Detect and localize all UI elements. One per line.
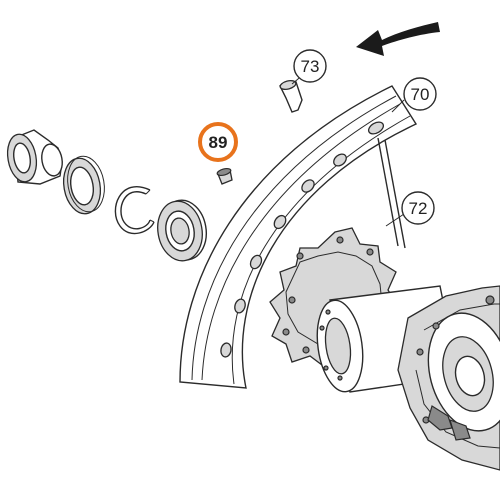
circlip <box>114 186 155 235</box>
callout-70-label: 70 <box>411 85 430 104</box>
bearing <box>157 199 207 262</box>
spacer-sleeve <box>6 129 63 185</box>
callout-72[interactable]: 72 <box>401 191 435 225</box>
shaft-seal <box>62 155 105 215</box>
valve-screw-89 <box>216 167 233 185</box>
callout-73[interactable]: 73 <box>293 49 327 83</box>
callout-73-label: 73 <box>301 57 320 76</box>
callout-89[interactable]: 89 <box>198 122 238 162</box>
brake-disc-flange <box>397 285 500 471</box>
spoke <box>377 137 406 249</box>
callout-70[interactable]: 70 <box>403 77 437 111</box>
direction-arrow-icon <box>356 22 440 56</box>
callout-72-label: 72 <box>409 199 428 218</box>
callout-89-label: 89 <box>209 133 228 152</box>
rim <box>179 85 418 389</box>
spoke-nipple-73 <box>278 79 303 113</box>
